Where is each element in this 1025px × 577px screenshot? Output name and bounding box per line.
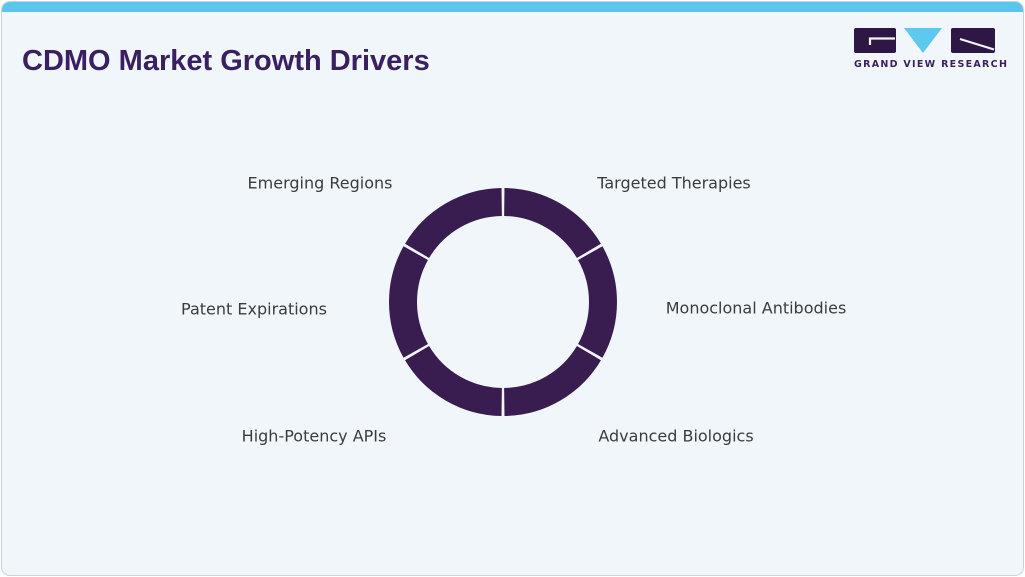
label-targeted-therapies: Targeted Therapies	[597, 173, 751, 193]
label-emerging-regions: Emerging Regions	[247, 173, 393, 193]
label-patent-expirations: Patent Expirations	[181, 299, 327, 319]
donut-segment	[503, 345, 601, 416]
donut-segment	[389, 246, 429, 358]
gvr-logo-icon	[854, 28, 995, 53]
donut-chart	[389, 188, 617, 416]
label-high-potency-apis: High-Potency APIs	[241, 426, 387, 446]
brand-name: GRAND VIEW RESEARCH	[854, 59, 1009, 70]
donut-segment	[577, 246, 617, 358]
brand-logo: GRAND VIEW RESEARCH	[854, 28, 1009, 70]
label-monoclonal-antibodies: Monoclonal Antibodies	[665, 298, 847, 318]
donut-segment	[405, 345, 503, 416]
label-advanced-biologics: Advanced Biologics	[598, 426, 754, 446]
page-title: CDMO Market Growth Drivers	[22, 45, 430, 78]
donut-segment	[503, 188, 601, 259]
accent-top-bar	[2, 2, 1023, 12]
donut-segment	[405, 188, 503, 259]
